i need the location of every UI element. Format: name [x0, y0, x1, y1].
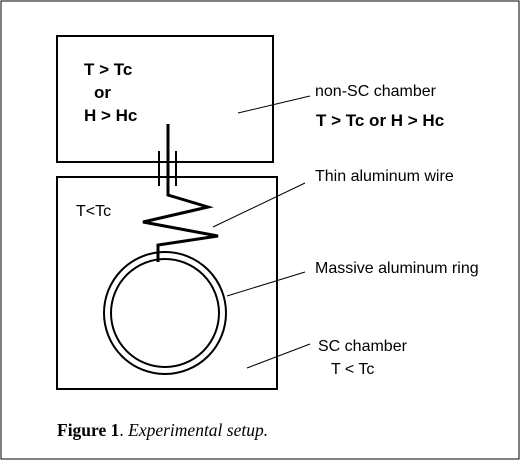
sc-condition-label: T < Tc — [331, 361, 374, 378]
wire-callout-line — [212, 182, 306, 228]
massive-ring-label: Massive aluminum ring — [315, 260, 479, 277]
upper-box-field-label: H > Hc — [84, 106, 137, 125]
caption-separator: . — [119, 420, 129, 440]
non-sc-chamber-box — [56, 35, 274, 163]
thin-aluminum-wire — [142, 124, 219, 262]
non-sc-chamber-label: non-SC chamber — [315, 83, 437, 100]
thin-wire-label: Thin aluminum wire — [315, 168, 454, 185]
massive-aluminum-ring — [103, 251, 227, 375]
caption-label: Figure 1 — [57, 420, 120, 440]
callout-lines — [212, 95, 311, 369]
feedthrough-connector — [158, 151, 177, 186]
figure-caption: Figure 1. Experimental setup. — [57, 419, 268, 441]
sc-chamber-label: SC chamber — [318, 338, 408, 355]
upper-box-or-label: or — [94, 83, 111, 102]
sc-callout-line — [246, 343, 311, 369]
non-sc-condition-label: T > Tc or H > Hc — [316, 111, 444, 130]
caption-text: Experimental setup. — [128, 420, 269, 440]
ring-callout-line — [226, 271, 306, 297]
upper-box-temp-label: T > Tc — [84, 60, 132, 79]
lower-box-temp-label: T<Tc — [76, 203, 111, 220]
non-sc-callout-line — [237, 95, 311, 114]
